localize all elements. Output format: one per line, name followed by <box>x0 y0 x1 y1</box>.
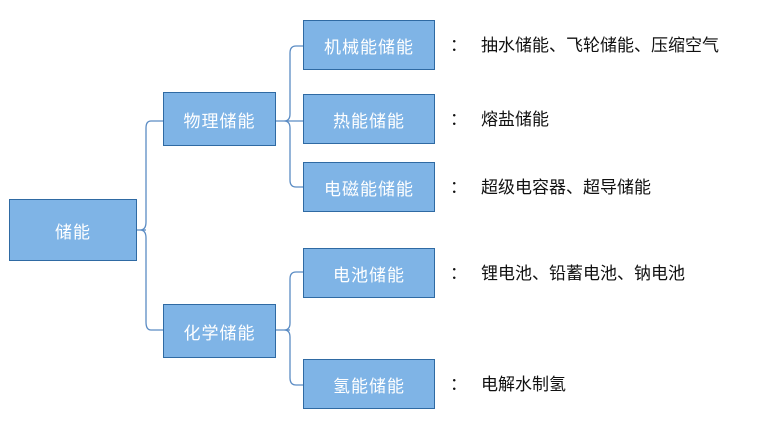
node-physical-storage: 物理储能 <box>163 92 276 146</box>
node-electromagnetic-storage: 电磁能储能 <box>303 162 435 212</box>
node-physical-label: 物理储能 <box>183 111 256 132</box>
node-electromagnetic-label: 电磁能储能 <box>324 179 414 200</box>
note-separator: ： <box>450 375 467 395</box>
note-battery: ： 锂电池、铅蓄电池、钠电池 <box>450 264 685 284</box>
node-hydrogen-storage: 氢能储能 <box>303 359 435 409</box>
note-mechanical-text: 抽水储能、飞轮储能、压缩空气 <box>481 36 719 56</box>
node-mechanical-storage: 机械能储能 <box>303 20 435 70</box>
note-electromagnetic-text: 超级电容器、超导储能 <box>481 178 651 198</box>
note-thermal: ： 熔盐储能 <box>450 110 549 130</box>
note-separator: ： <box>450 110 467 130</box>
note-battery-text: 锂电池、铅蓄电池、钠电池 <box>481 264 685 284</box>
root-bracket <box>137 120 163 331</box>
node-chemical-storage: 化学储能 <box>163 304 276 358</box>
chemical-bracket <box>276 271 303 386</box>
note-electromagnetic: ： 超级电容器、超导储能 <box>450 178 651 198</box>
note-hydrogen-text: 电解水制氢 <box>481 375 566 395</box>
node-thermal-label: 热能储能 <box>333 111 405 132</box>
node-hydrogen-label: 氢能储能 <box>333 376 405 397</box>
physical-bracket <box>276 45 303 188</box>
root-node-label: 储能 <box>55 222 91 243</box>
note-separator: ： <box>450 36 467 56</box>
node-chemical-label: 化学储能 <box>183 323 256 344</box>
note-hydrogen: ： 电解水制氢 <box>450 375 566 395</box>
node-battery-storage: 电池储能 <box>303 248 435 298</box>
node-battery-label: 电池储能 <box>333 265 405 286</box>
note-mechanical: ： 抽水储能、飞轮储能、压缩空气 <box>450 36 719 56</box>
node-mechanical-label: 机械能储能 <box>324 37 414 58</box>
note-separator: ： <box>450 178 467 198</box>
node-thermal-storage: 热能储能 <box>303 94 435 144</box>
note-thermal-text: 熔盐储能 <box>481 110 549 130</box>
root-node-energy-storage: 储能 <box>9 199 137 261</box>
note-separator: ： <box>450 264 467 284</box>
